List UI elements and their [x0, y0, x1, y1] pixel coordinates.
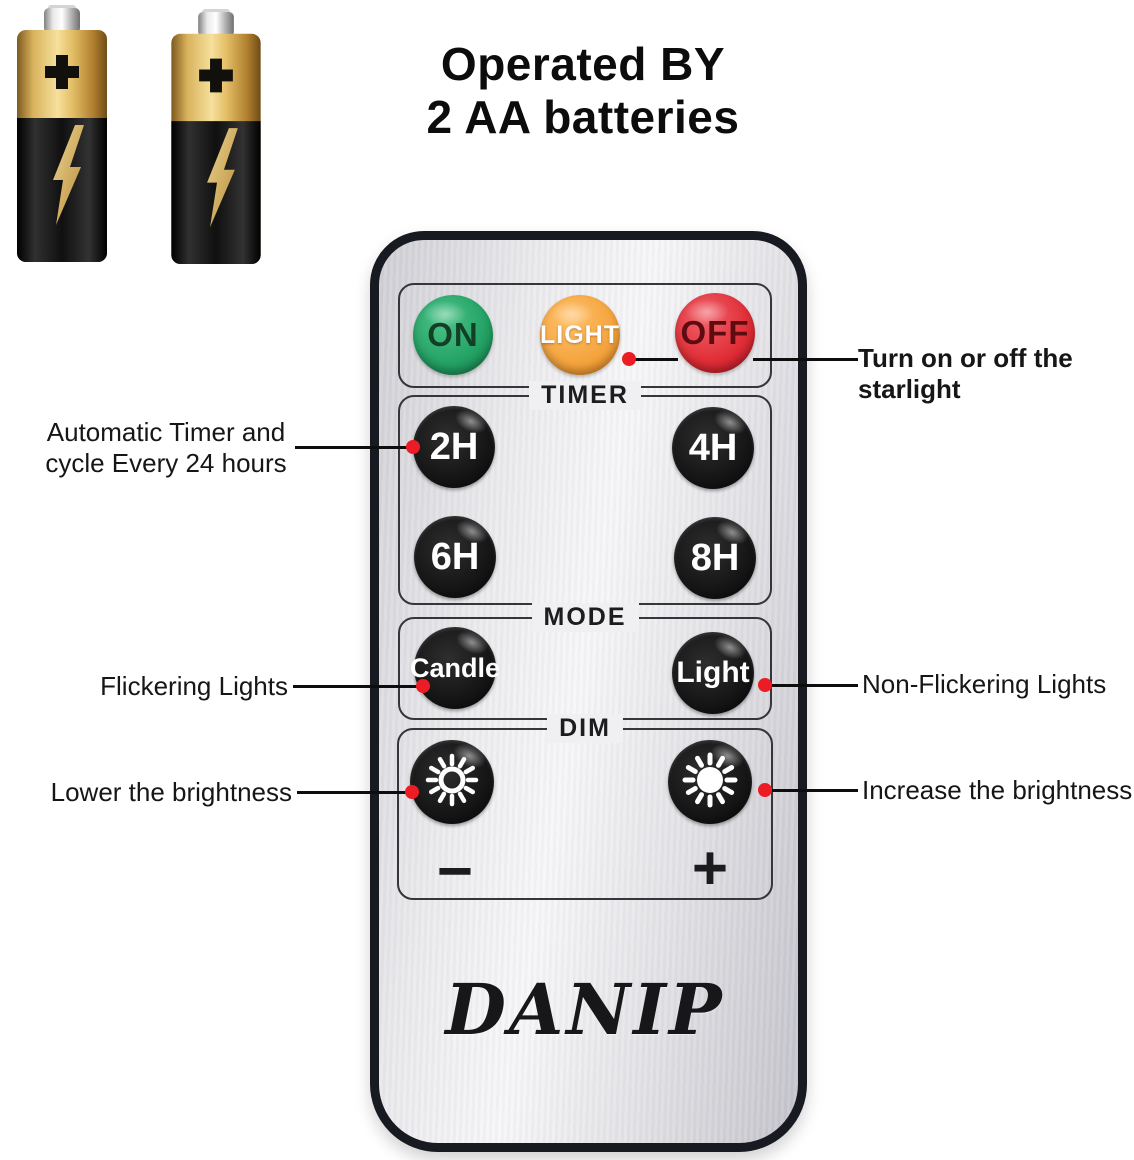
annotation-lower-brightness: Lower the brightness [50, 777, 292, 807]
annotation-timer-line2: cycle Every 24 hours [45, 448, 287, 478]
leader-line-increase [765, 789, 858, 792]
annotation-non-flickering: Non-Flickering Lights [862, 669, 1107, 699]
light-button-label: LIGHT [540, 320, 620, 349]
aa-battery-icon [17, 5, 107, 262]
mode-candle-button: Candle [410, 627, 500, 709]
annotation-increase-brightness: Increase the brightness [862, 775, 1133, 805]
leader-line-nonflickering [765, 684, 858, 687]
on-button-label: ON [427, 316, 479, 353]
leader-line-lower [297, 791, 412, 794]
leader-line-flickering [293, 685, 423, 688]
timer-4h-button: 4H [672, 407, 754, 489]
dim-minus-symbol: − [436, 837, 474, 906]
callout-dot-candle-button [416, 679, 430, 693]
callout-dot-2h-button [406, 440, 420, 454]
annotation-timer-line1: Automatic Timer and [46, 417, 286, 447]
timer-8h-button: 8H [674, 517, 756, 599]
timer-section-label: TIMER [398, 381, 772, 410]
off-button-label: OFF [680, 314, 750, 351]
page-title-line1: Operated BY [440, 38, 726, 90]
annotation-flickering: Flickering Lights [100, 671, 288, 701]
dim-decrease-button [410, 740, 494, 824]
light-button: LIGHT [540, 295, 620, 375]
leader-line-starlight-b [753, 358, 858, 361]
callout-dot-light-mode-button [758, 678, 772, 692]
sun-dim-icon [423, 751, 481, 814]
annotation-starlight: Turn on or off the starlight [858, 343, 1073, 404]
callout-dot-light-button [622, 352, 636, 366]
annotation-timer: Automatic Timer and cycle Every 24 hours [42, 417, 290, 479]
dim-section-label: DIM [398, 714, 772, 743]
sun-bright-icon [680, 750, 740, 815]
callout-dot-dim-increase [758, 783, 772, 797]
leader-line-starlight-a [629, 358, 678, 361]
page-title: Operated BY 2 AA batteries [348, 38, 818, 144]
on-button: ON [413, 295, 493, 375]
dim-plus-symbol: + [691, 834, 729, 903]
leader-line-timer [295, 446, 413, 449]
timer-6h-button: 6H [414, 516, 496, 598]
off-button: OFF [675, 293, 755, 373]
mode-light-button: Light [672, 632, 754, 714]
dim-increase-button [668, 740, 752, 824]
remote-control: TIMER MODE DIM ON LIGHT OFF 2H 4H 6H 8H … [370, 231, 807, 1152]
aa-battery-icon [171, 9, 261, 264]
timer-2h-button: 2H [413, 406, 495, 488]
brand-logo: DANIP [445, 968, 725, 1051]
page-title-line2: 2 AA batteries [426, 91, 740, 143]
callout-dot-dim-decrease [405, 785, 419, 799]
mode-section-label: MODE [398, 603, 772, 632]
